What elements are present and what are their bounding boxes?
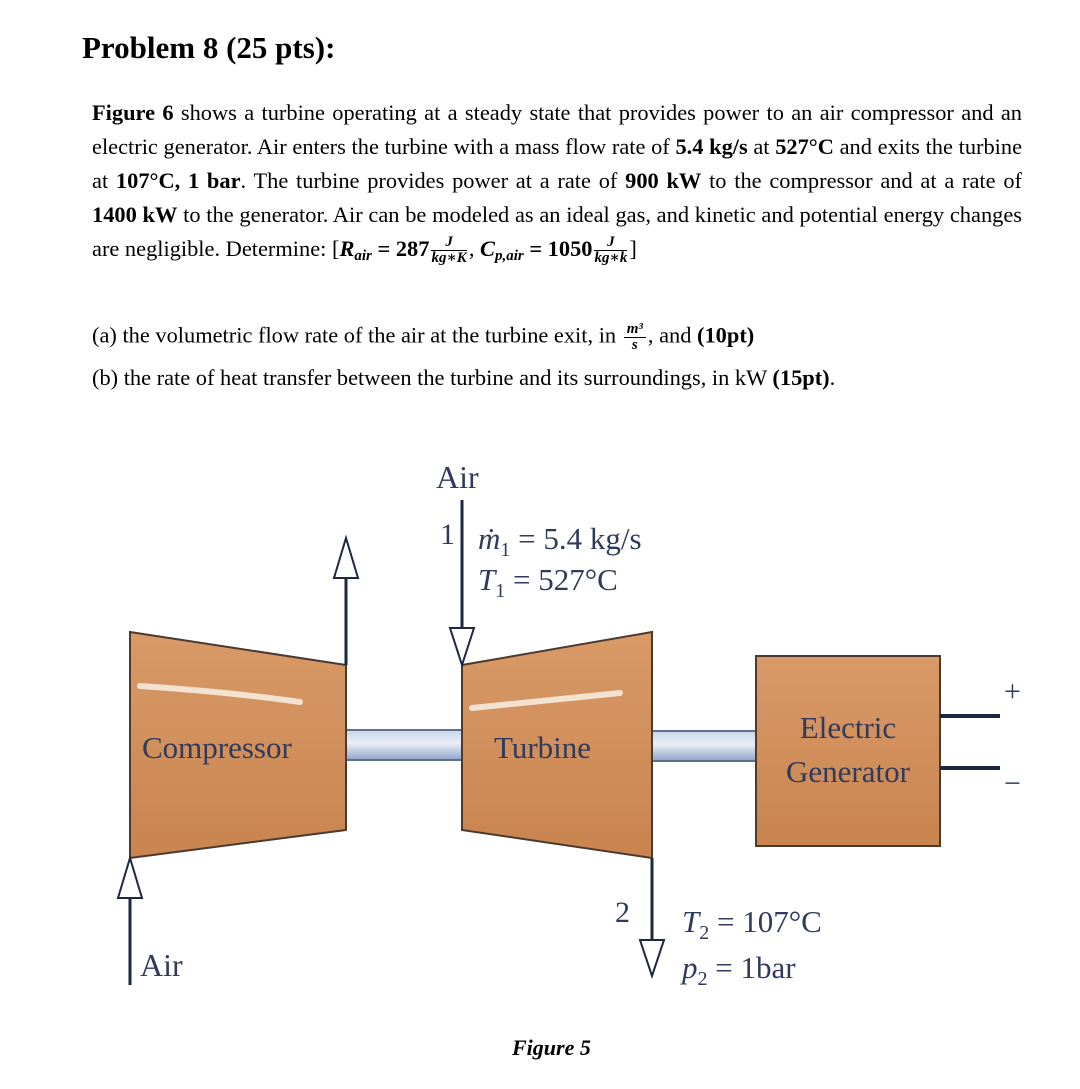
exit-state-value: 107°C, 1 bar xyxy=(115,168,241,193)
compressor-outlet-arrow xyxy=(332,534,360,579)
compressor-highlight xyxy=(137,683,303,705)
statement-text: and exits the turbine at xyxy=(92,134,1023,193)
problem-statement: Figure 6 shows a turbine operating at a … xyxy=(92,100,1023,267)
question-b: (b) the rate of heat transfer between th… xyxy=(92,365,836,390)
statement-text: to the generator. Air can be modeled as … xyxy=(92,202,1022,261)
inlet-temperature-label: T1 = 527°C xyxy=(478,562,618,602)
turbine-inlet-air-label: Air xyxy=(436,459,479,495)
question-a-points: (10pt) xyxy=(697,322,755,348)
state-1-label: 1 xyxy=(440,518,455,551)
statement-text: to the compressor and at a rate of xyxy=(701,168,1022,193)
statement-text: shows a turbine operating at a steady st… xyxy=(92,100,1022,159)
question-a: (a) the volumetric flow rate of the air … xyxy=(92,321,755,353)
generator-body xyxy=(755,655,941,847)
question-b-points: (15pt) xyxy=(772,365,830,390)
state-2-label: 2 xyxy=(615,896,630,929)
compressor-label: Compressor xyxy=(142,730,293,765)
generator-label-line1: Electric xyxy=(800,710,896,745)
specific-heat-subscript: p,air xyxy=(494,248,524,264)
mass-flow-label: ṁ1 = 5.4 kg/s xyxy=(478,521,642,561)
shaft-turbine-generator xyxy=(651,730,757,762)
specific-heat-value: = 1050 xyxy=(523,236,593,261)
gas-constant-symbol: R xyxy=(339,236,355,261)
problem-title: Problem 8 (25 pts): xyxy=(82,30,336,65)
turbine-label: Turbine xyxy=(494,730,591,765)
figure-caption: Figure 5 xyxy=(511,1035,591,1060)
gas-constant-subscript: air xyxy=(354,248,372,264)
plus-sign: + xyxy=(1004,675,1021,708)
generator-power-value: 1400 kW xyxy=(92,202,178,227)
turbine-inlet-arrow xyxy=(448,627,476,669)
turbine-outlet-arrow xyxy=(638,939,666,980)
exit-temperature-label: T2 = 107°C xyxy=(682,904,822,944)
gas-constant-value: = 287 xyxy=(371,236,430,261)
statement-text: at xyxy=(747,134,776,159)
exit-pressure-label: p2 = 1bar xyxy=(680,950,796,990)
turbine-highlight xyxy=(469,690,623,711)
generator-label-line2: Generator xyxy=(786,754,911,789)
compressor-inlet-arrow xyxy=(116,854,144,899)
figure-reference: Figure 6 xyxy=(92,100,174,125)
mass-flow-value: 5.4 kg/s xyxy=(675,134,748,159)
statement-text: . The turbine provides power at a rate o… xyxy=(240,168,626,193)
minus-sign: − xyxy=(1004,767,1021,800)
inlet-temperature-value: 527°C xyxy=(775,134,834,159)
compressor-inlet-air-label: Air xyxy=(140,947,183,983)
shaft-compressor-turbine xyxy=(345,729,463,761)
compressor-power-value: 900 kW xyxy=(625,168,702,193)
specific-heat-symbol: C xyxy=(480,236,495,261)
